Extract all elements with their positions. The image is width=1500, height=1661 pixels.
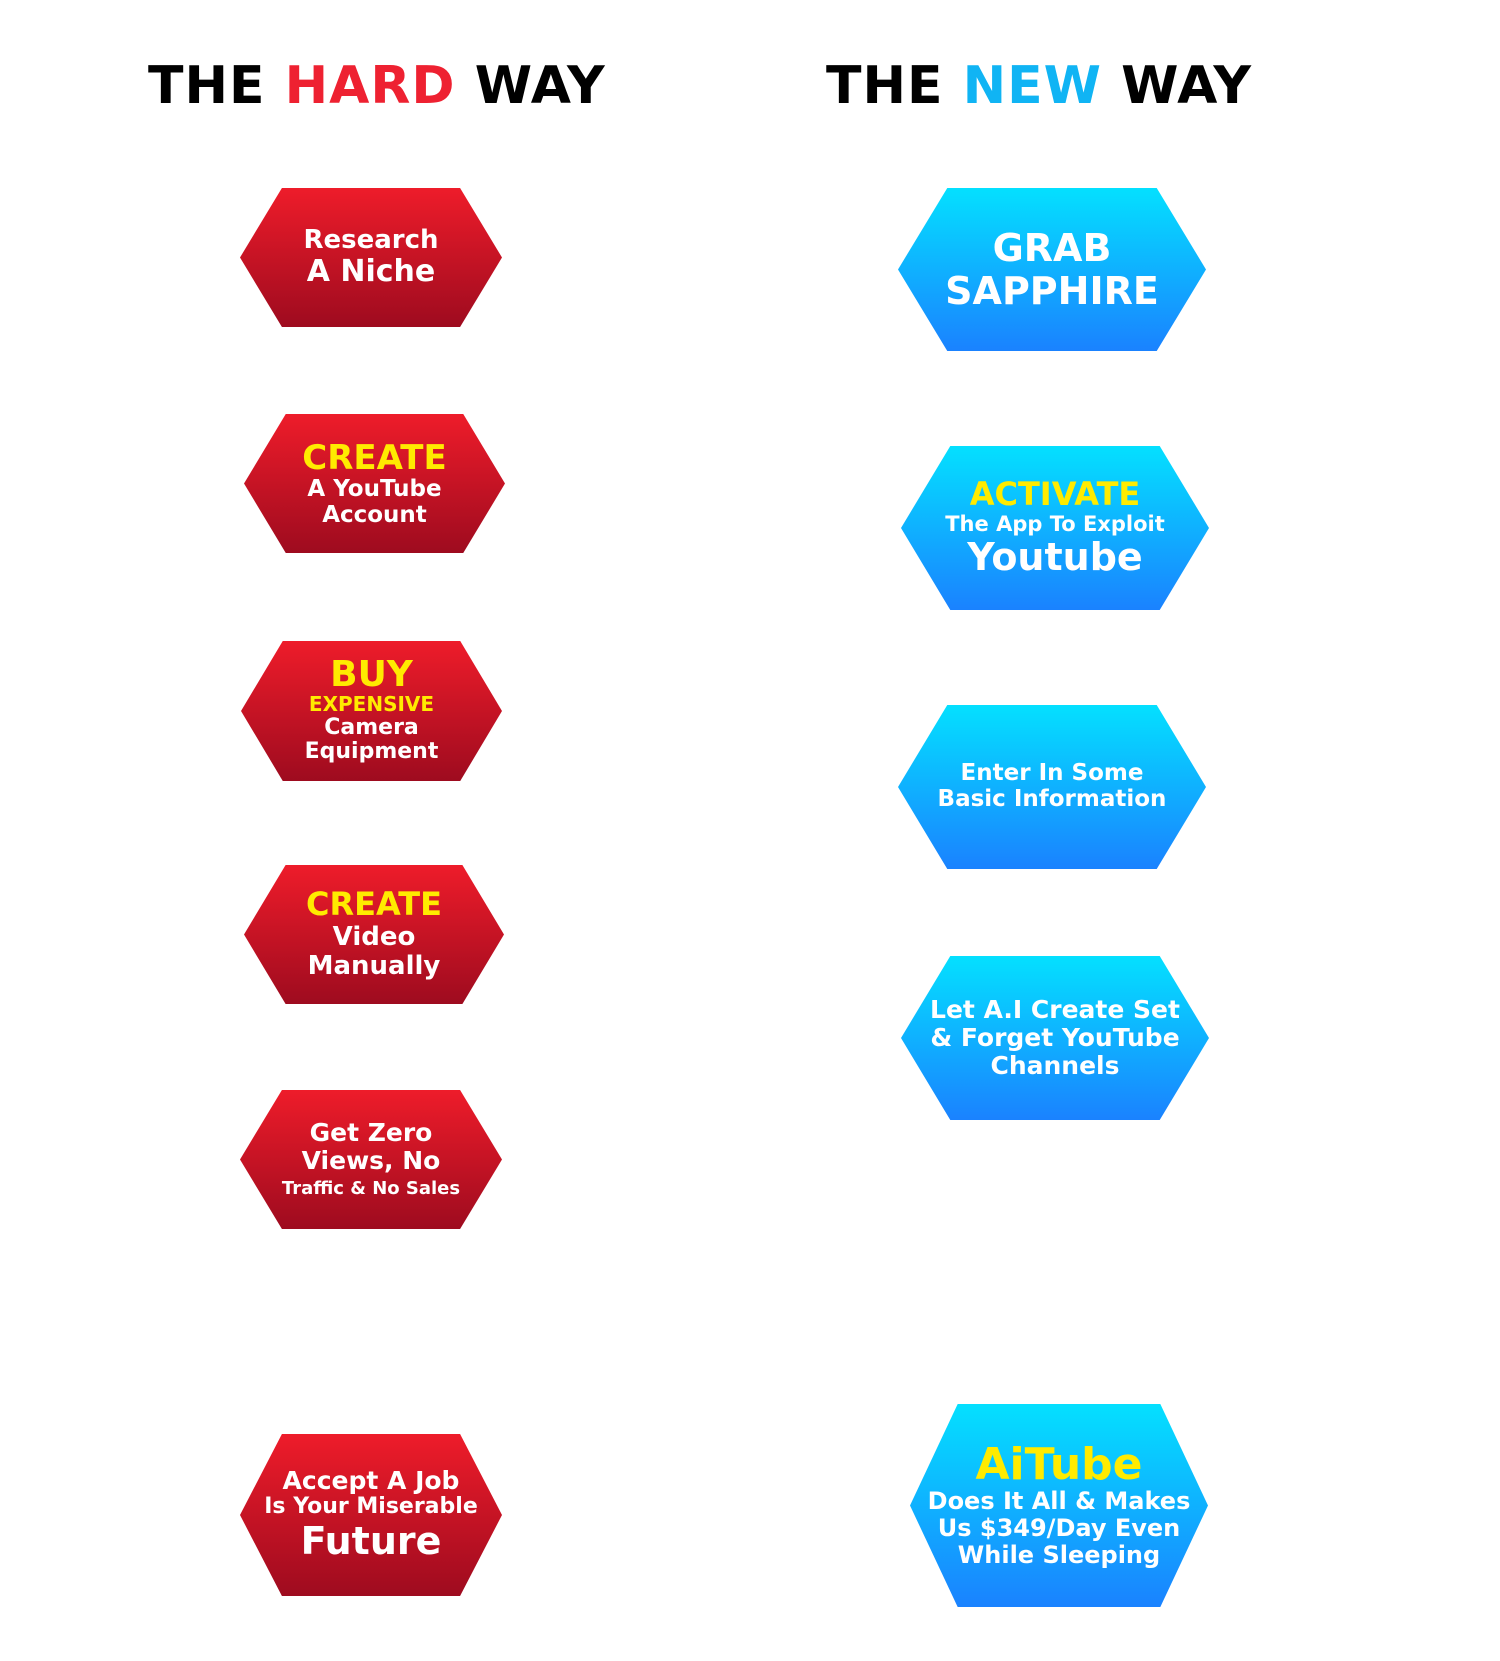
step-line: The App To Exploit	[945, 511, 1165, 536]
step-line: Youtube	[967, 535, 1143, 580]
step-line: Us $349/Day Even	[937, 1514, 1181, 1543]
step-line: Does It All & Makes	[927, 1487, 1191, 1516]
hard-step-buy-camera-equipment: BUY EXPENSIVE Camera Equipment	[241, 641, 502, 781]
step-line-highlight: CREATE	[306, 885, 442, 924]
step-line-highlight: CREATE	[302, 437, 447, 478]
step-line: GRAB	[992, 225, 1112, 270]
step-line: Account	[322, 501, 427, 528]
new-step-activate-app: ACTIVATE The App To Exploit Youtube	[901, 446, 1209, 610]
step-line-highlight: ACTIVATE	[969, 475, 1141, 514]
step-line: Enter In Some	[960, 760, 1144, 787]
step-line: Channels	[990, 1051, 1120, 1080]
step-line: Research	[303, 225, 439, 256]
step-line: Is Your Miserable	[264, 1494, 478, 1520]
new-way-heading-post: WAY	[1102, 56, 1253, 116]
step-line-highlight: AiTube	[975, 1439, 1143, 1491]
hard-way-heading-pre: THE	[148, 56, 285, 116]
step-line: Manually	[307, 951, 441, 982]
new-step-aitube-makes-money: AiTube Does It All & Makes Us $349/Day E…	[910, 1404, 1208, 1607]
step-line: & Forget YouTube	[930, 1023, 1180, 1052]
hard-step-create-video-manually: CREATE Video Manually	[244, 865, 504, 1004]
new-step-ai-create-channels: Let A.I Create Set & Forget YouTube Chan…	[901, 956, 1209, 1120]
step-line: Basic Information	[937, 786, 1167, 812]
new-step-grab-sapphire: GRAB SAPPHIRE	[898, 188, 1206, 351]
step-line: While Sleeping	[957, 1541, 1161, 1570]
step-line: Views, No	[301, 1146, 441, 1176]
hard-step-zero-views: Get Zero Views, No Traffic & No Sales	[240, 1090, 502, 1229]
step-line-highlight: BUY	[330, 654, 413, 696]
step-line: A YouTube	[307, 475, 442, 502]
step-line-highlight: EXPENSIVE	[308, 692, 435, 717]
hard-step-create-youtube-account: CREATE A YouTube Account	[244, 414, 505, 553]
step-line: SAPPHIRE	[945, 268, 1159, 313]
step-line: Camera	[324, 714, 419, 740]
hard-way-heading-post: WAY	[455, 56, 606, 116]
new-way-heading-pre: THE	[826, 56, 963, 116]
hard-step-research-niche: Research A Niche	[240, 188, 502, 327]
step-line: A Niche	[306, 254, 436, 290]
step-line: Traffic & No Sales	[281, 1178, 461, 1200]
step-line: Accept A Job	[282, 1466, 460, 1496]
hard-way-heading-accent: HARD	[284, 56, 456, 116]
step-line: Video	[332, 922, 416, 953]
new-way-heading: THE NEW WAY	[826, 60, 1252, 112]
step-line: Equipment	[304, 739, 439, 765]
new-step-enter-basic-info: Enter In Some Basic Information	[898, 705, 1206, 869]
new-way-heading-accent: NEW	[962, 56, 1103, 116]
step-line: Let A.I Create Set	[930, 995, 1180, 1024]
hard-way-heading: THE HARD WAY	[148, 60, 606, 112]
step-line: Get Zero	[309, 1118, 433, 1148]
step-line: Future	[300, 1519, 442, 1564]
hard-step-accept-job: Accept A Job Is Your Miserable Future	[240, 1434, 502, 1596]
